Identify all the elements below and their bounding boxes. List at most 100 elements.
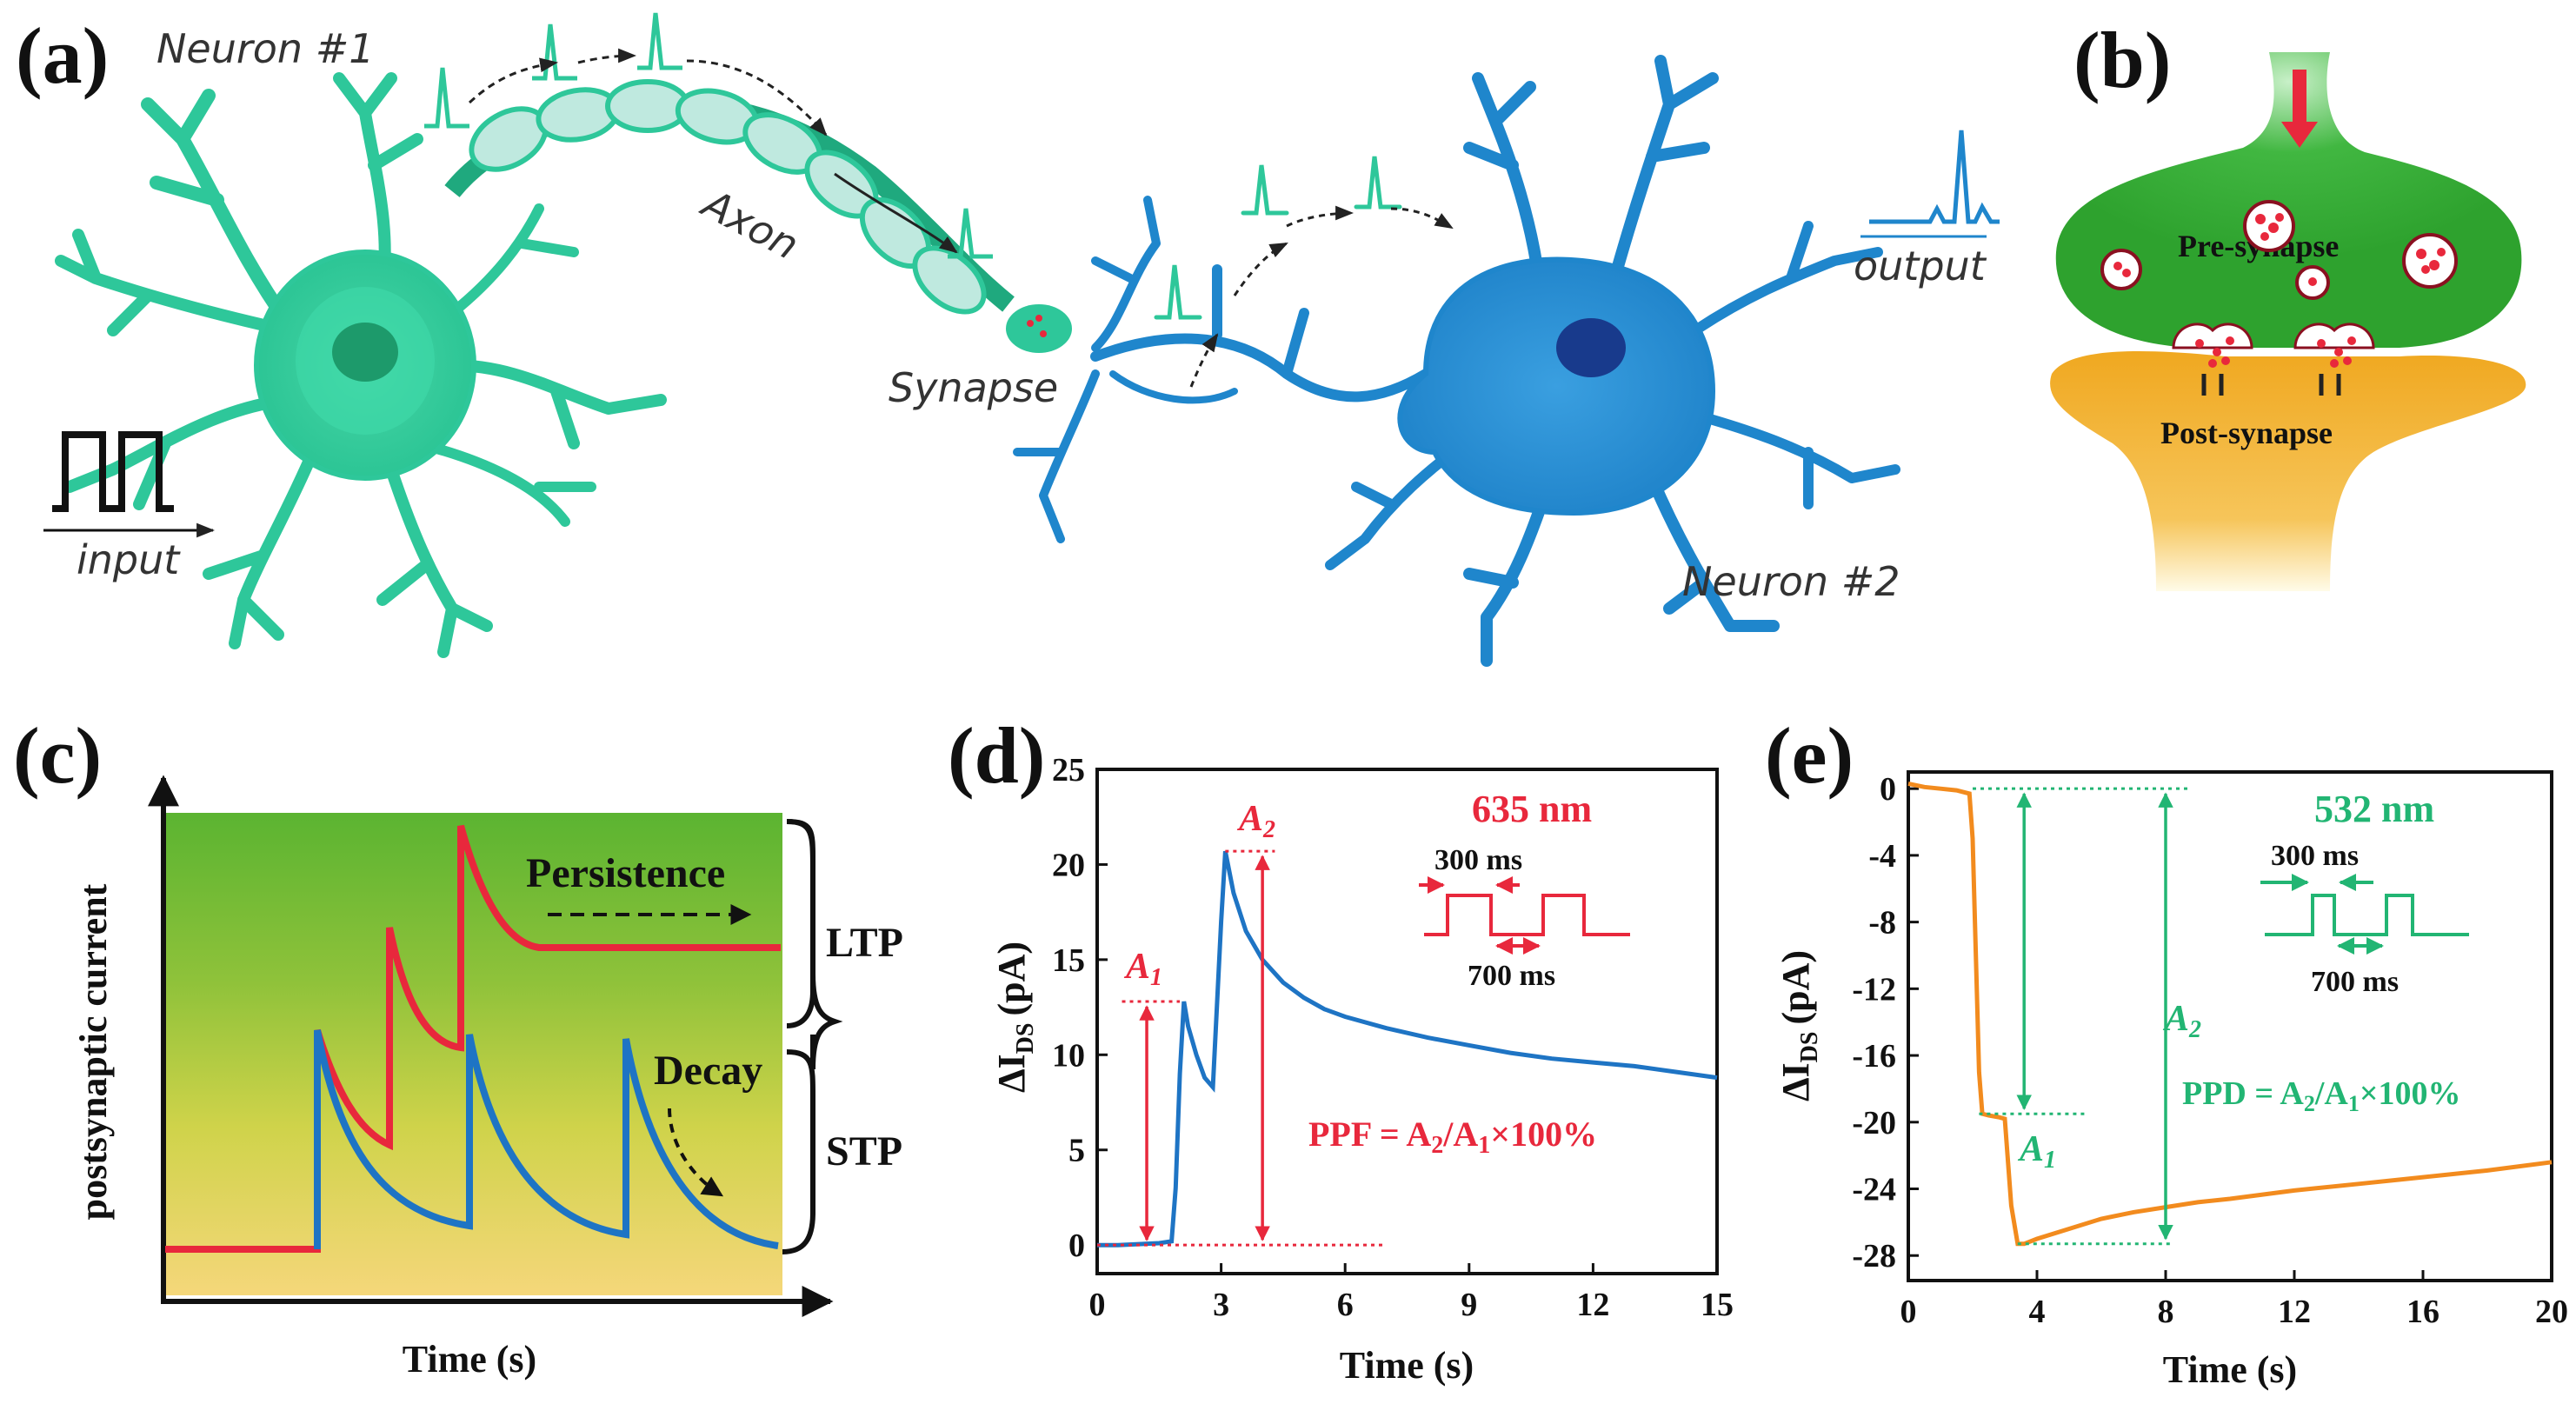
panel-d-formula-sub2: 2 [1431, 1132, 1443, 1159]
panel-e-pulse-inset [2260, 874, 2469, 955]
panel-d-formula-sub1: 1 [1478, 1132, 1490, 1159]
neuron-1 [55, 72, 667, 658]
panel-e-formula-suffix: ×100% [2360, 1075, 2461, 1112]
panel-d-annotations [1097, 849, 1382, 1247]
x-tick-label: 16 [2406, 1294, 2440, 1330]
output-spike: output [1854, 130, 2000, 289]
y-tick-label: -16 [1852, 1038, 1896, 1075]
x-tick-label: 15 [1701, 1287, 1734, 1323]
y-tick-label: -4 [1868, 838, 1896, 875]
panel-d-a1-sub: 1 [1150, 964, 1162, 991]
ltp-curve [165, 824, 781, 1253]
y-tick-label: -20 [1852, 1105, 1896, 1141]
panel-e-off-time: 700 ms [2311, 966, 2399, 998]
x-tick-label: 0 [1089, 1287, 1106, 1323]
myelin-sheaths [469, 79, 987, 315]
panel-e-formula-sub2: 2 [2304, 1091, 2315, 1116]
axon-terminal [1006, 304, 1072, 353]
panel-d-a1-label: A1 [1123, 947, 1162, 991]
panel-e-ylabel-main: ΔI [1774, 1062, 1817, 1101]
x-tick-label: 8 [2158, 1294, 2174, 1330]
panel-e-a2-text: A [2162, 999, 2189, 1039]
synapse-label: Synapse [889, 364, 1058, 411]
x-tick-label: 9 [1461, 1287, 1477, 1323]
y-tick-label: 25 [1052, 752, 1085, 789]
y-tick-label: -24 [1852, 1172, 1896, 1208]
panel-e-a2-sub: 2 [2188, 1016, 2201, 1043]
panel-e-formula-mid: /A [2314, 1075, 2349, 1112]
x-tick-label: 20 [2535, 1294, 2568, 1330]
neuron2-label: Neuron #2 [1682, 558, 1900, 605]
panel-d-off-time: 700 ms [1468, 960, 1555, 992]
panel-e-frame [1907, 770, 2553, 1282]
panel-c-ylabel: postsynaptic current [72, 883, 115, 1220]
panel-b: (b) Post-synapse Pre-synapse [2050, 16, 2526, 591]
panel-d-series-line [1097, 850, 1718, 1248]
panel-e-ylabel-sub: DS [1796, 1032, 1823, 1063]
decay-label: Decay [654, 1048, 762, 1094]
panel-d-formula-suffix: ×100% [1490, 1115, 1597, 1154]
panel-d-letter: (d) [948, 711, 1045, 800]
panel-e-a1-text: A [2017, 1129, 2044, 1169]
x-tick-label: 12 [1576, 1287, 1609, 1323]
panel-a-letter: (a) [16, 11, 109, 100]
x-tick-label: 6 [1337, 1287, 1354, 1323]
panel-e-xlabel: Time (s) [2163, 1348, 2297, 1391]
panel-d-a1-text: A [1123, 947, 1150, 987]
panel-c-letter: (c) [13, 711, 102, 800]
receptors [2201, 374, 2341, 396]
panel-e-series-line [1907, 781, 2553, 1247]
svg-text:ΔIDS(pA): ΔIDS(pA) [1774, 950, 1823, 1101]
pre-synapse [2055, 52, 2522, 348]
vesicles [2100, 200, 2458, 368]
panel-d-xlabel: Time (s) [1340, 1344, 1474, 1387]
panel-d-on-time: 300 ms [1434, 844, 1522, 876]
y-tick-label: 0 [1880, 771, 1896, 808]
panel-d-a2-text: A [1236, 799, 1263, 839]
input-pulse: input [43, 431, 216, 583]
panel-e-formula-sub1: 1 [2348, 1091, 2360, 1116]
panel-e-letter: (e) [1765, 711, 1854, 800]
panel-d-frame [1095, 768, 1719, 1275]
panel-e-on-time: 300 ms [2271, 840, 2359, 872]
axon-signal-arrows [468, 48, 958, 254]
stp-curve [314, 1029, 779, 1249]
x-tick-label: 4 [2029, 1294, 2046, 1330]
axon-label: Axon [693, 179, 806, 269]
panel-d-a2-label: A2 [1236, 799, 1275, 843]
panel-d-pulse-inset [1419, 876, 1630, 955]
output-label: output [1854, 243, 1987, 289]
y-tick-label: -28 [1852, 1238, 1896, 1274]
stp-brace [782, 1049, 815, 1254]
post-synapse-label: Post-synapse [2160, 416, 2333, 450]
axon-spikes [424, 12, 993, 259]
stp-label: STP [826, 1128, 902, 1174]
panel-e-a2-label: A2 [2162, 999, 2201, 1043]
panel-e-formula-prefix: PPD = A [2182, 1075, 2304, 1112]
panel-d-ylabel-unit: (pA) [990, 942, 1033, 1016]
ltp-brace-bottom [786, 819, 815, 1028]
panel-d-ylabel-sub: DS [1012, 1023, 1039, 1055]
panel-d-formula-mid: /A [1442, 1115, 1478, 1154]
decay-arrow [668, 1108, 724, 1197]
panel-d-ylabel: ΔIDS(pA) [990, 942, 1039, 1093]
panel-a: (a) Neuron #1 [16, 11, 2000, 667]
ltp-label: LTP [826, 920, 903, 966]
panel-d-a2-sub: 2 [1262, 816, 1275, 843]
y-tick-label: 20 [1052, 847, 1085, 883]
dendrite-signal-arrows [1189, 205, 1454, 388]
x-tick-label: 12 [2278, 1294, 2311, 1330]
panel-b-letter: (b) [2073, 16, 2171, 104]
panel-e-formula: PPD = A2/A1×100% [2182, 1075, 2461, 1116]
y-tick-label: -12 [1852, 971, 1896, 1008]
neuron-2 [1013, 55, 1900, 667]
y-tick-label: 0 [1068, 1228, 1085, 1264]
panel-d-wavelength: 635 nm [1472, 788, 1592, 830]
y-tick-label: -8 [1868, 905, 1896, 942]
panel-c-xlabel: Time (s) [403, 1338, 536, 1381]
svg-text:ΔIDS(pA): ΔIDS(pA) [990, 942, 1039, 1093]
